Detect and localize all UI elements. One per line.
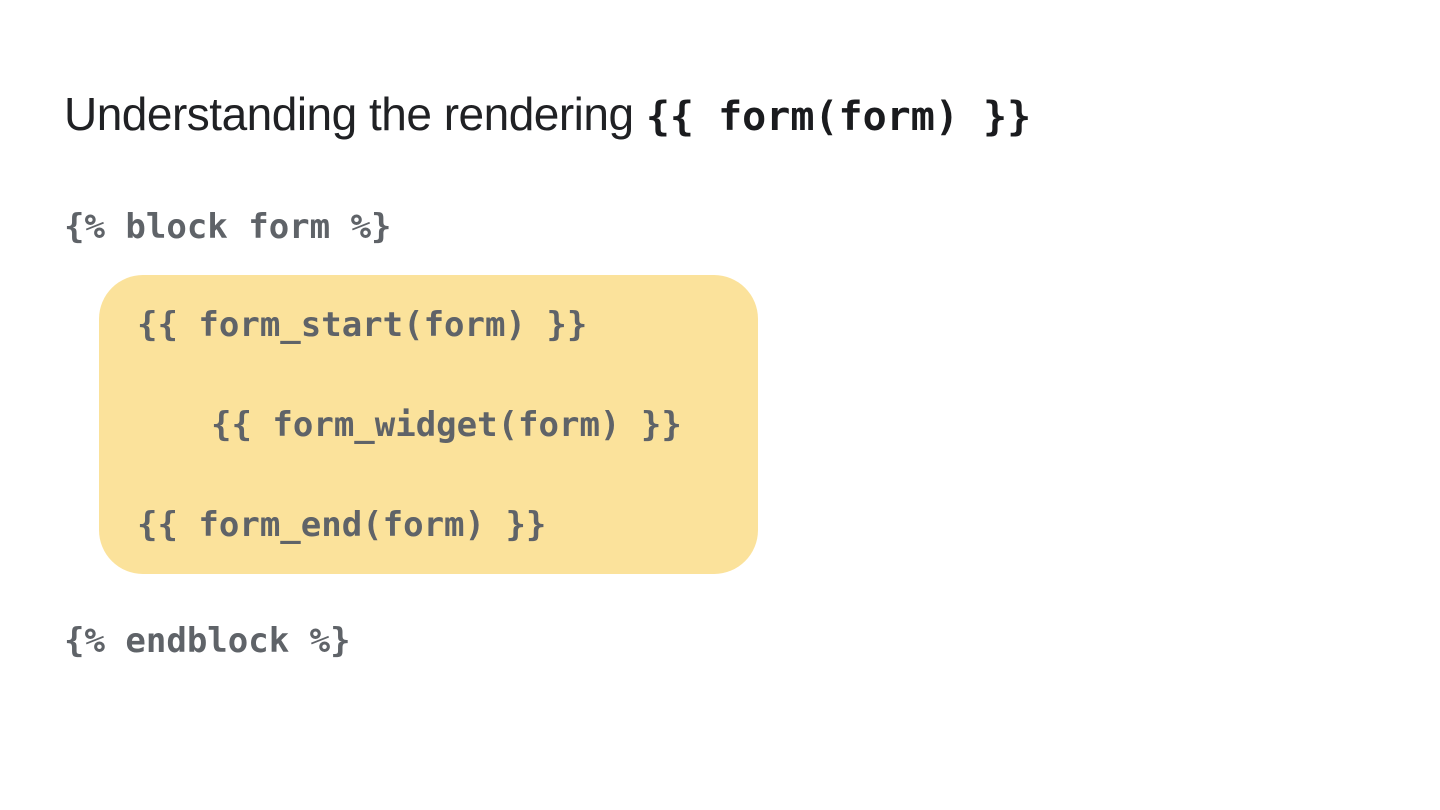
code-line-form-end: {{ form_end(form) }} (137, 505, 547, 545)
title-text: Understanding the rendering (64, 88, 646, 140)
code-line-form-widget: {{ form_widget(form) }} (211, 405, 682, 445)
code-line-block-close: {% endblock %} (64, 621, 351, 661)
code-highlight-box (99, 275, 758, 574)
title-code-snippet: {{ form(form) }} (645, 94, 1032, 140)
code-line-block-open: {% block form %} (64, 207, 392, 247)
slide-title: Understanding the rendering {{ form(form… (64, 86, 1031, 145)
code-line-form-start: {{ form_start(form) }} (137, 305, 588, 345)
